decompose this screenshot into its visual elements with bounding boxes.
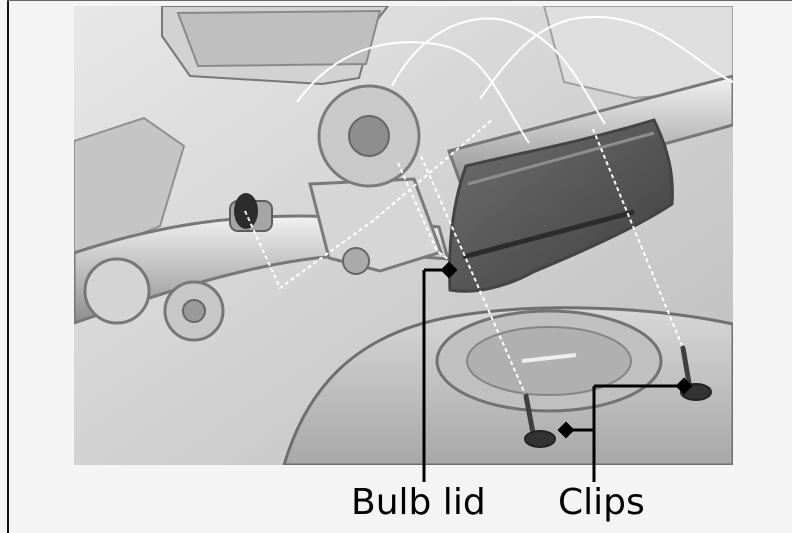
left-fork-bolt-icon [182, 299, 206, 323]
clip-left-icon [523, 393, 556, 448]
removal-guide-left [244, 118, 494, 290]
clip-guide-right [592, 128, 684, 349]
left-housing [74, 116, 186, 263]
page-left-border [7, 0, 9, 533]
handlebar-clamp [308, 177, 443, 273]
cover-highlight [467, 131, 655, 186]
steering-stem-nut-icon [348, 115, 390, 157]
fuel-cap [466, 326, 632, 396]
cable-left [296, 41, 530, 144]
removal-guide-center [397, 162, 449, 260]
motorcycle-illustration [74, 6, 733, 465]
page-top-border [7, 0, 792, 1]
cable-center [391, 17, 606, 125]
cover-shadow-line [462, 209, 635, 260]
left-grip-clamp [83, 257, 151, 325]
center-bolt-icon [342, 247, 370, 275]
clips-label: Clips [558, 482, 645, 523]
clip-guide-left [420, 155, 527, 397]
fuel-cap-highlight [521, 353, 577, 363]
cable-right [479, 15, 733, 100]
bulb-lid-label: Bulb lid [351, 482, 486, 523]
instrument-display [176, 9, 382, 68]
motorcycle-cockpit-drawing [74, 6, 733, 465]
